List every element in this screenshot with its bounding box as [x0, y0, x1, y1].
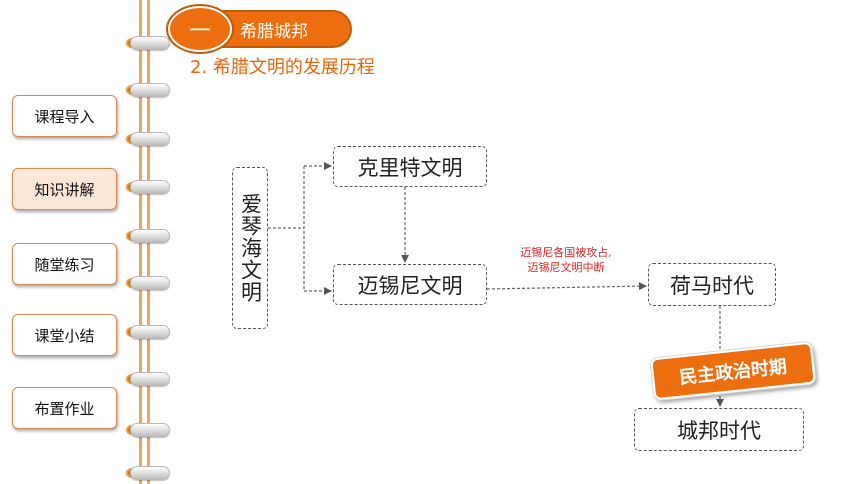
node-homer-era: 荷马时代 — [648, 263, 776, 306]
binder-ring — [126, 423, 170, 437]
binder-ring — [126, 229, 170, 243]
nav-item-practice[interactable]: 随堂练习 — [12, 243, 117, 285]
node-polis-era: 城邦时代 — [634, 408, 804, 451]
page-subtitle: 2. 希腊文明的发展历程 — [190, 57, 375, 78]
section-number-badge: 一 — [168, 6, 232, 52]
node-aegean-civilization: 爱琴海文明 — [232, 167, 268, 329]
section-title: 希腊城邦 — [240, 22, 308, 42]
node-mycenae-civilization: 迈锡尼文明 — [333, 264, 487, 305]
nav-item-lecture[interactable]: 知识讲解 — [12, 168, 117, 210]
node-crete-civilization: 克里特文明 — [333, 146, 487, 187]
annotation-note: 迈锡尼各国被攻占, 迈锡尼文明中断 — [491, 245, 641, 275]
binder-ring — [126, 325, 170, 339]
binder-ring — [126, 466, 170, 480]
nav-item-summary[interactable]: 课堂小结 — [12, 314, 117, 356]
binder-ring — [126, 372, 170, 386]
binder-ring — [126, 36, 170, 50]
binder-ring — [126, 83, 170, 97]
nav-item-intro[interactable]: 课程导入 — [12, 95, 117, 137]
annotation-line: 迈锡尼各国被攻占, — [520, 246, 612, 259]
annotation-line: 迈锡尼文明中断 — [527, 261, 605, 274]
section-number: 一 — [188, 19, 211, 44]
binder-ring — [126, 180, 170, 194]
binder-ring — [126, 132, 170, 146]
arrow-mycenae-to-homer — [486, 282, 647, 291]
binder-ring — [126, 276, 170, 290]
nav-item-homework[interactable]: 布置作业 — [12, 387, 117, 429]
